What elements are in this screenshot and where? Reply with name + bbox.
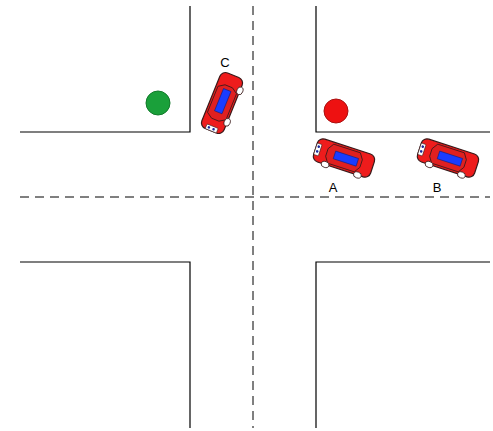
car-label: A: [329, 181, 338, 194]
red-light: [324, 99, 348, 123]
car-label: C: [220, 56, 229, 69]
green-light: [146, 91, 170, 115]
road-edges: [20, 6, 490, 428]
lane-dividers: [20, 6, 490, 428]
car-label: B: [433, 181, 442, 194]
car-b: [415, 137, 480, 181]
car-c: [200, 71, 248, 137]
car-a: [311, 137, 376, 181]
